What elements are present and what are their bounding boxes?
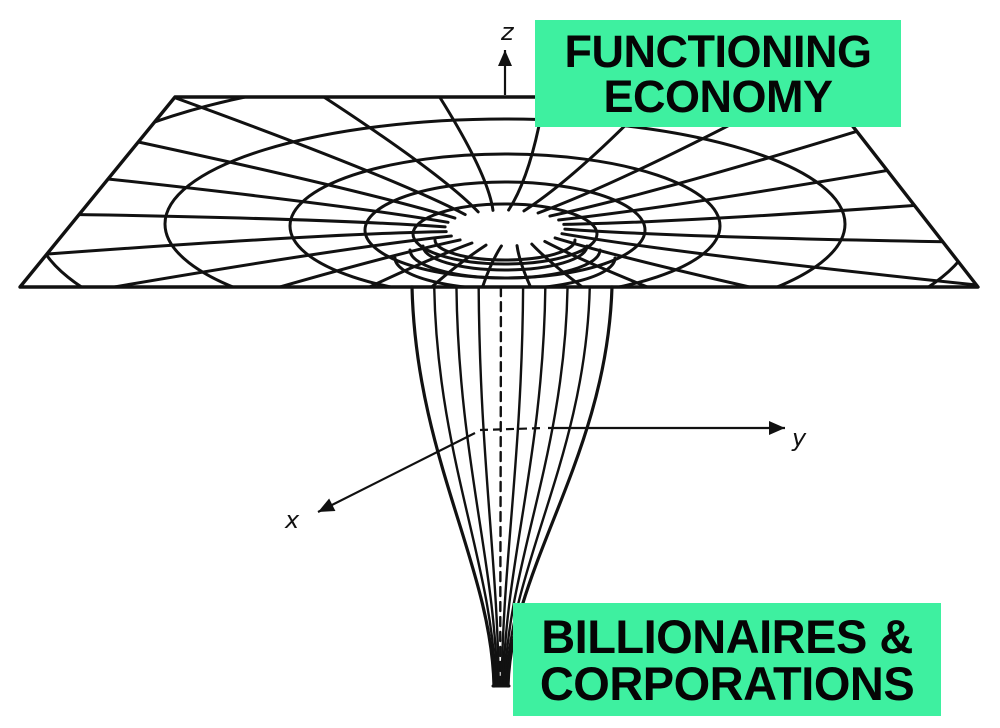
- grid-radial-line: [530, 242, 909, 287]
- grid-lip-ring: [393, 256, 617, 287]
- label-top-line-2: ECONOMY: [603, 70, 833, 122]
- grid-ring: [163, 117, 847, 287]
- grid-radial-line: [218, 243, 488, 287]
- grid-radial-line: [20, 230, 448, 287]
- grid-radial-line: [560, 232, 978, 287]
- grid-radial-line: [557, 97, 978, 222]
- label-bottom-line-1: BILLIONAIRES &: [541, 609, 913, 663]
- grid-radial-line: [20, 131, 450, 224]
- funnel-line: [410, 285, 496, 688]
- funnel-hidden-line: [499, 285, 503, 688]
- grid-radial-line: [562, 166, 978, 226]
- grid-ring: [411, 202, 599, 266]
- grid-radial-line: [101, 97, 480, 214]
- billionaires-corporations-label: BILLIONAIRES & CORPORATIONS: [513, 603, 941, 716]
- label-top-line-1: FUNCTIONING: [564, 25, 872, 77]
- grid-radial-line: [548, 97, 978, 218]
- funnel-line: [477, 285, 500, 688]
- grid-radial-line: [563, 227, 978, 248]
- functioning-economy-label: FUNCTIONING ECONOMY: [535, 20, 901, 127]
- y-axis-arrowhead-icon: [769, 421, 785, 435]
- label-bottom-line-2: CORPORATIONS: [539, 656, 915, 710]
- z-axis-arrowhead-icon: [498, 50, 512, 66]
- funnel-line: [503, 285, 569, 688]
- funnel-line: [500, 285, 525, 688]
- funnel-line: [433, 285, 497, 688]
- z-axis-label: z: [500, 18, 515, 46]
- grid-radial-line: [515, 244, 687, 287]
- grid-ring: [288, 152, 722, 287]
- funnel-line: [502, 285, 547, 688]
- grid-radial-line: [543, 239, 978, 287]
- grid-radial-line: [20, 97, 467, 217]
- grid-radial-line: [20, 238, 462, 287]
- grid-radial-line: [553, 236, 978, 287]
- grid-radial-line: [20, 208, 447, 229]
- grid-radial-line: [536, 97, 978, 215]
- grid-radial-line: [323, 97, 495, 212]
- coordinate-axes: [317, 50, 785, 513]
- grid-radial-line: [20, 234, 453, 287]
- grid-radial-line: [20, 97, 457, 220]
- grid-radial-line: [449, 244, 503, 287]
- x-axis-arrowhead-icon: [318, 498, 336, 512]
- gravity-funnel: [410, 285, 614, 688]
- funnel-line: [505, 285, 591, 688]
- grid-lip-ring: [433, 238, 577, 262]
- grid-radial-line: [20, 241, 474, 287]
- hidden-axis-segment: [479, 426, 546, 432]
- x-axis-line: [317, 432, 476, 513]
- x-axis-label: x: [284, 506, 300, 534]
- y-axis-label: y: [791, 424, 807, 452]
- funnel-line: [455, 285, 499, 688]
